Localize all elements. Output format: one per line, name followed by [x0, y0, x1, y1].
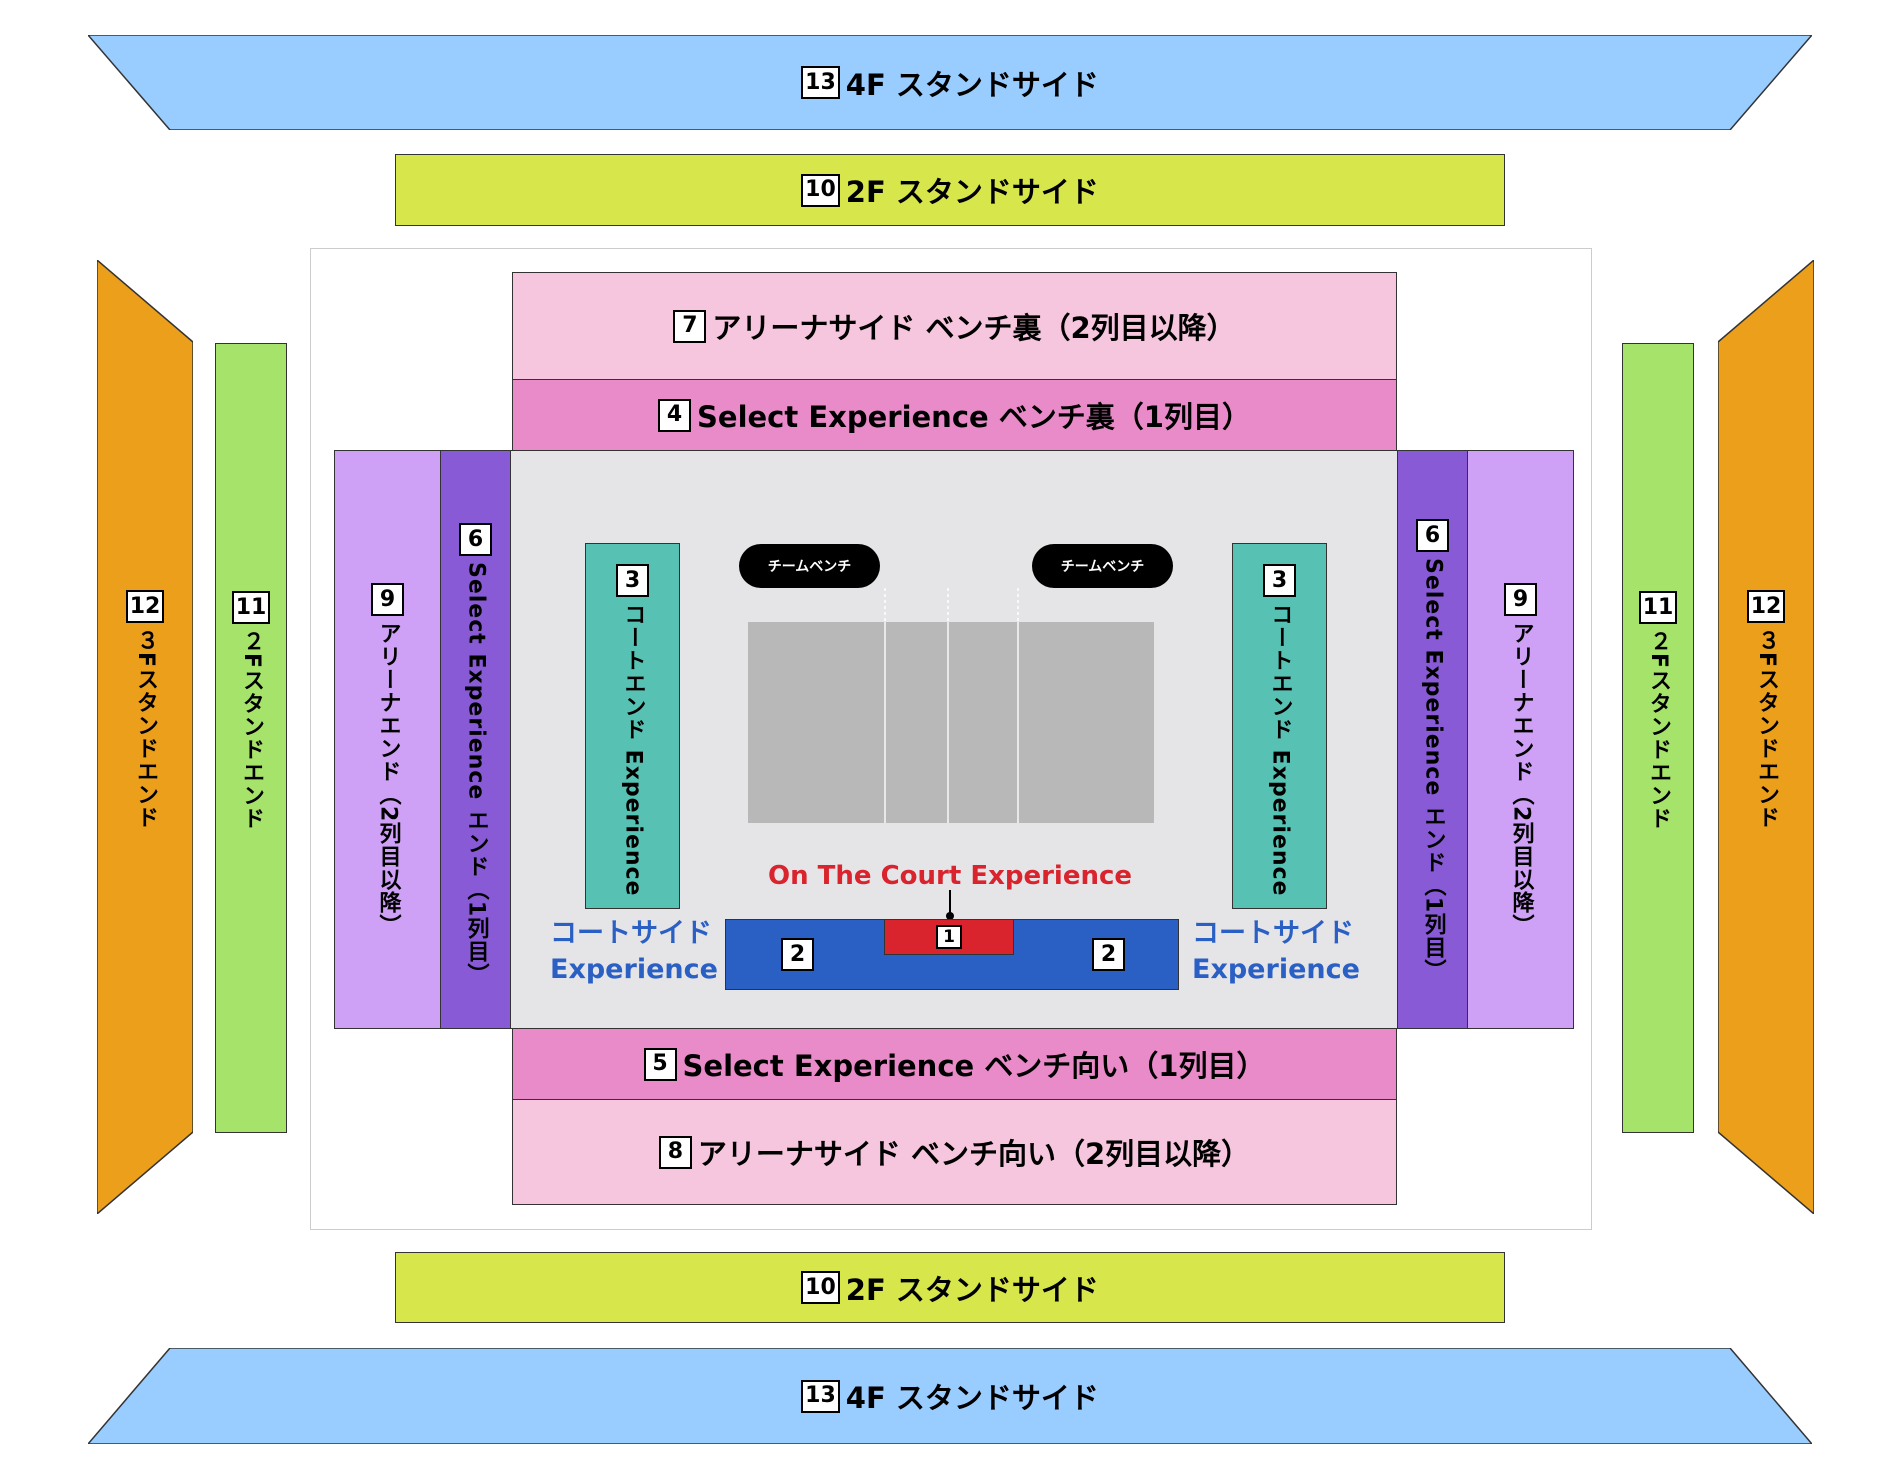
section-label: ３Fスタンドエンド — [133, 629, 158, 830]
section-label: ２Fスタンドエンド — [239, 630, 264, 831]
team-bench-right: チームベンチ — [1032, 544, 1173, 588]
section-label: アリーナエンド（2列目以降） — [375, 622, 401, 938]
section-label: ２Fスタンドエンド — [1646, 630, 1671, 831]
section-3-left[interactable]: 3 コートエンド Experience — [585, 543, 680, 909]
section-2-left-number[interactable]: 2 — [781, 938, 814, 971]
section-number: 1 — [936, 925, 962, 949]
section-6-right[interactable]: 6 Select Experience エンド（1列目） — [1397, 450, 1468, 1029]
section-label: Select Experience ベンチ向い（1列目） — [682, 1049, 1266, 1083]
section-number: 3 — [616, 564, 649, 597]
section-12-right-shape — [1718, 260, 1814, 1214]
section-number: 9 — [1504, 583, 1537, 616]
section-12-right[interactable]: 12 ３Fスタンドエンド — [1718, 260, 1814, 1214]
section-3-right[interactable]: 3 コートエンド Experience — [1232, 543, 1327, 909]
section-12-left[interactable]: 12 ３Fスタンドエンド — [97, 260, 193, 1214]
section-label: 4F スタンドサイド — [845, 67, 1099, 102]
section-13-top-shape — [88, 35, 1812, 130]
section-number: 9 — [371, 583, 404, 616]
section-number: 13 — [801, 66, 840, 99]
courtside-label-line2: Experience — [1192, 954, 1360, 985]
section-13-bottom-shape — [88, 1348, 1812, 1444]
section-number: 7 — [673, 309, 707, 343]
section-6-left[interactable]: 6 Select Experience エンド（1列目） — [440, 450, 511, 1029]
section-label: Select Experience エンド（1列目） — [1420, 558, 1446, 983]
section-label: アリーナエンド（2列目以降） — [1508, 622, 1534, 938]
section-9-right[interactable]: 9 アリーナエンド（2列目以降） — [1467, 450, 1574, 1029]
section-number: 10 — [801, 1271, 840, 1304]
section-number: 12 — [1746, 590, 1786, 623]
courtside-label-line1: コートサイド — [1192, 918, 1354, 949]
section-number: 12 — [125, 590, 165, 623]
section-number: 6 — [459, 523, 492, 556]
section-label: Select Experience エンド（1列目） — [463, 562, 489, 987]
arena-frame — [310, 248, 1592, 1230]
section-1[interactable]: 1 — [884, 919, 1014, 955]
section-number: 11 — [1638, 591, 1678, 624]
section-label: 2F スタンドサイド — [845, 175, 1099, 209]
section-11-right[interactable]: 11 ２Fスタンドエンド — [1622, 343, 1694, 1133]
section-11-left[interactable]: 11 ２Fスタンドエンド — [215, 343, 287, 1133]
section-12-left-shape — [97, 260, 193, 1214]
section-number: 3 — [1263, 564, 1296, 597]
section-label: コートエンド Experience — [1267, 603, 1293, 897]
section-number: 5 — [643, 1047, 677, 1081]
section-number: 8 — [658, 1135, 692, 1169]
section-number: 4 — [658, 398, 692, 432]
section-number: 13 — [801, 1379, 840, 1413]
section-2-right-number[interactable]: 2 — [1092, 938, 1125, 971]
courtside-label-line2: Experience — [550, 954, 718, 985]
section-label: アリーナサイド ベンチ向い（2列目以降） — [697, 1137, 1251, 1171]
section-label: 2F スタンドサイド — [845, 1272, 1099, 1307]
section-number: 6 — [1416, 519, 1449, 552]
team-bench-left: チームベンチ — [739, 544, 880, 588]
courtside-label-right: コートサイド Experience — [1192, 916, 1360, 988]
on-court-label: On The Court Experience — [767, 861, 1133, 891]
courtside-label-left: コートサイド Experience — [550, 916, 718, 988]
section-label: ３Fスタンドエンド — [1754, 629, 1779, 830]
section-number: 11 — [231, 591, 271, 624]
courtside-label-line1: コートサイド — [550, 918, 712, 949]
section-label: 4F スタンドサイド — [845, 1381, 1099, 1415]
section-label: コートエンド Experience — [620, 603, 646, 897]
section-number: 10 — [801, 173, 840, 207]
section-9-left[interactable]: 9 アリーナエンド（2列目以降） — [334, 450, 441, 1029]
section-label: Select Experience ベンチ裏（1列目） — [697, 400, 1251, 434]
section-label: アリーナサイド ベンチ裏（2列目以降） — [712, 311, 1236, 345]
